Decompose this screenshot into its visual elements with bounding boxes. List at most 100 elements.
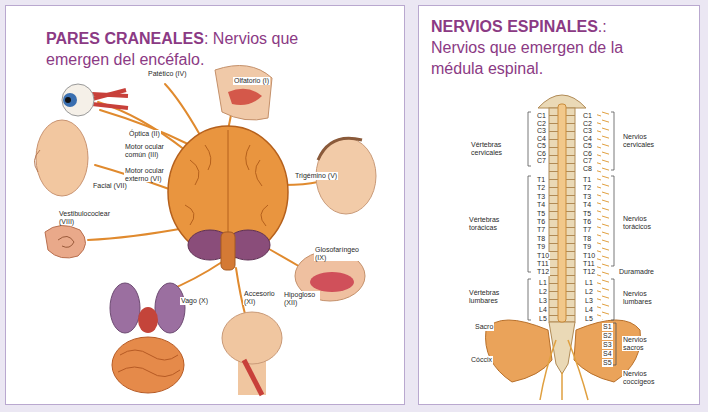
ear-figure <box>45 225 86 258</box>
eye-figure <box>92 90 128 108</box>
organs-figure <box>110 283 140 333</box>
spine-label: T5 <box>582 210 592 218</box>
bracket <box>611 279 614 320</box>
spine-label: Cóccix <box>470 356 493 364</box>
panel-heading: NERVIOS ESPINALES.: Nervios que emergen … <box>431 16 646 79</box>
bracket <box>611 112 614 170</box>
organs-figure <box>155 283 185 333</box>
spine-label: Nervios torácicos <box>622 215 669 230</box>
pelvis-figure <box>486 320 552 382</box>
head-figure <box>318 138 362 160</box>
nerve-line <box>165 84 200 135</box>
pelvis-figure <box>486 320 641 382</box>
spine-label: T7 <box>582 226 592 234</box>
spine-label: T1 <box>536 176 546 184</box>
spine-label: C2 <box>536 120 547 128</box>
nerve-label: Motor ocular común (III) <box>124 143 168 158</box>
eye-figure <box>63 93 77 107</box>
nerve-line <box>284 182 318 185</box>
spine-label: T1 <box>582 176 592 184</box>
spine-label: S3 <box>602 341 613 349</box>
panel-ground <box>418 5 700 405</box>
spine-label: C4 <box>536 135 547 143</box>
spine-label: C8 <box>582 165 593 173</box>
nose-figure <box>228 89 262 105</box>
spine-label: T2 <box>582 184 592 192</box>
spine-label: T8 <box>582 235 592 243</box>
eye-figure <box>65 97 71 103</box>
organs-figure <box>110 283 185 393</box>
neck-figure <box>244 360 262 395</box>
nose-figure <box>215 66 272 121</box>
spine-label: T4 <box>582 201 592 209</box>
spine-label: C4 <box>582 135 593 143</box>
spine-label: C5 <box>582 142 593 150</box>
spinal-cord <box>558 104 566 322</box>
spine-label: Nervios sacros <box>622 336 669 351</box>
brain-figure <box>168 126 288 270</box>
spine-label: Vértebras torácicas <box>468 216 515 231</box>
spine-label: T5 <box>536 210 546 218</box>
bracket <box>611 176 614 266</box>
nerve-label: Facial (VII) <box>92 182 128 190</box>
panel-heading: PARES CRANEALES: Nervios que emergen del… <box>46 28 346 70</box>
nerve-label: Patético (IV) <box>147 70 188 78</box>
spine-label: T11 <box>536 260 550 268</box>
heading-title: PARES CRANEALES <box>46 30 204 47</box>
nerve-label: Motor ocular externo (VI) <box>124 167 168 182</box>
spine-label: L3 <box>584 297 594 305</box>
spine-label: L5 <box>538 315 548 323</box>
spinal-nerves <box>540 110 609 400</box>
spine-label: Nervios coccígeos <box>622 370 669 385</box>
neck-figure <box>222 312 282 395</box>
spine-label: Vértebras lumbares <box>468 289 515 304</box>
spine-label: T9 <box>536 243 546 251</box>
spine-label: Nervios lumbares <box>622 290 669 305</box>
bracket <box>528 176 531 272</box>
spine-label: L3 <box>538 297 548 305</box>
spine-label: Nervios cervicales <box>622 133 669 148</box>
bracket <box>613 323 616 365</box>
nerve-line <box>100 110 190 145</box>
spine-label: C1 <box>536 112 547 120</box>
face-figure <box>36 120 88 196</box>
spine-label: S4 <box>602 350 613 358</box>
nerve-label: Óptica (II) <box>128 130 161 138</box>
spine-label: T3 <box>536 193 546 201</box>
spine-label: T4 <box>536 201 546 209</box>
bracket <box>528 112 531 166</box>
spine-label: L1 <box>584 279 594 287</box>
eye-figure <box>62 84 128 116</box>
spine-label: Vértebras cervicales <box>470 141 517 156</box>
spine-label: S1 <box>602 323 613 331</box>
spine-label: T6 <box>582 218 592 226</box>
spinal-cord <box>558 104 566 322</box>
spine-label: T9 <box>582 243 592 251</box>
spine-label: C5 <box>536 142 547 150</box>
spine-label: C6 <box>582 150 593 158</box>
spinal-nerves <box>597 110 609 320</box>
panel-ground <box>5 5 405 405</box>
spine-label: Duramadre <box>618 268 655 276</box>
spine-label: L1 <box>538 279 548 287</box>
spine-label: L5 <box>584 315 594 323</box>
spine-label: C7 <box>536 157 547 165</box>
spine-label: L2 <box>584 288 594 296</box>
nerve-label: Trigémino (V) <box>294 172 338 180</box>
spine-label: L2 <box>538 288 548 296</box>
organs-figure <box>138 307 158 333</box>
face-figure <box>34 120 88 196</box>
spine-label: L4 <box>584 306 594 314</box>
nerve-label: Vestibulococlear (VIII) <box>58 210 116 225</box>
brain-figure <box>221 232 235 270</box>
nose-figure <box>215 66 272 121</box>
spine-label: C3 <box>582 127 593 135</box>
spine-label: T10 <box>536 252 550 260</box>
spine-label: T2 <box>536 184 546 192</box>
spinal-nerves <box>540 340 588 400</box>
spine-label: T10 <box>582 252 596 260</box>
spine-label: C7 <box>582 157 593 165</box>
spine-label: C2 <box>582 120 593 128</box>
spine-label: T3 <box>582 193 592 201</box>
nerve-label: Hipogloso (XII) <box>283 291 320 306</box>
